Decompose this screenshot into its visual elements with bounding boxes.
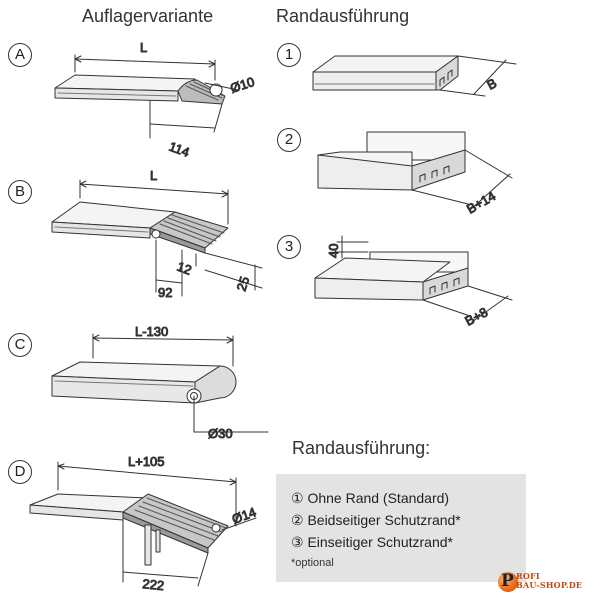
dim-a-114: 114 bbox=[167, 139, 192, 160]
dim-a-diameter: Ø10 bbox=[228, 74, 256, 96]
profi-bau-shop-logo: P ROFI BAU-SHOP.DE bbox=[498, 571, 596, 596]
legend-note: *optional bbox=[291, 557, 334, 569]
logo-text: ROFI BAU-SHOP.DE bbox=[516, 572, 582, 590]
dim-c-length: L-130 bbox=[135, 324, 168, 339]
dim-edge1-b: B bbox=[484, 75, 499, 92]
badge-variant-c: C bbox=[8, 333, 32, 357]
dim-b-92: 92 bbox=[158, 285, 172, 300]
dim-a-length: L bbox=[140, 40, 147, 55]
dim-edge2-b14: B+14 bbox=[464, 188, 498, 216]
badge-variant-b: B bbox=[8, 180, 32, 204]
heading-auflagervariante: Auflagervariante bbox=[82, 6, 214, 26]
badge-edge-3: 3 bbox=[277, 235, 301, 259]
dim-d-222: 222 bbox=[142, 576, 165, 593]
legend-item-ohne-rand: ① Ohne Rand (Standard) bbox=[291, 490, 450, 506]
drawing-variant-b bbox=[51, 179, 263, 297]
legend-title: Randausführung: bbox=[292, 438, 431, 458]
logo-letter: P bbox=[501, 571, 514, 591]
drawing-edge-2 bbox=[317, 131, 513, 211]
badge-edge-2: 2 bbox=[277, 128, 301, 152]
logo-line1: ROFI bbox=[516, 571, 540, 581]
dim-b-length: L bbox=[150, 168, 157, 183]
drawing-variant-d bbox=[29, 461, 257, 587]
legend-box: ① Ohne Rand (Standard) ② Beidseitiger Sc… bbox=[276, 474, 526, 582]
logo-line2: BAU-SHOP.DE bbox=[516, 580, 583, 590]
drawing-variant-c bbox=[51, 333, 269, 433]
legend-item-einseitig: ③ Einseitiger Schutzrand* bbox=[291, 534, 453, 550]
dim-b-12: 12 bbox=[175, 259, 194, 278]
dim-d-length: L+105 bbox=[128, 454, 165, 469]
dim-b-25: 25 bbox=[234, 275, 253, 293]
dim-edge3-40: 40 bbox=[326, 244, 341, 258]
drawing-edge-1 bbox=[312, 55, 517, 97]
badge-edge-1: 1 bbox=[277, 43, 301, 67]
logo-circle-icon bbox=[498, 572, 518, 592]
badge-variant-a: A bbox=[8, 43, 32, 67]
dim-edge3-b8: B+8 bbox=[462, 304, 490, 328]
heading-randausfuehrung: Randausführung bbox=[276, 6, 410, 26]
badge-variant-d: D bbox=[8, 460, 32, 484]
drawing-edge-3 bbox=[314, 235, 513, 323]
dim-d-diameter: Ø14 bbox=[230, 504, 258, 527]
legend-item-beidseitig: ② Beidseitiger Schutzrand* bbox=[291, 512, 461, 528]
dim-c-diameter: Ø30 bbox=[208, 426, 233, 441]
drawing-variant-a bbox=[54, 54, 239, 139]
